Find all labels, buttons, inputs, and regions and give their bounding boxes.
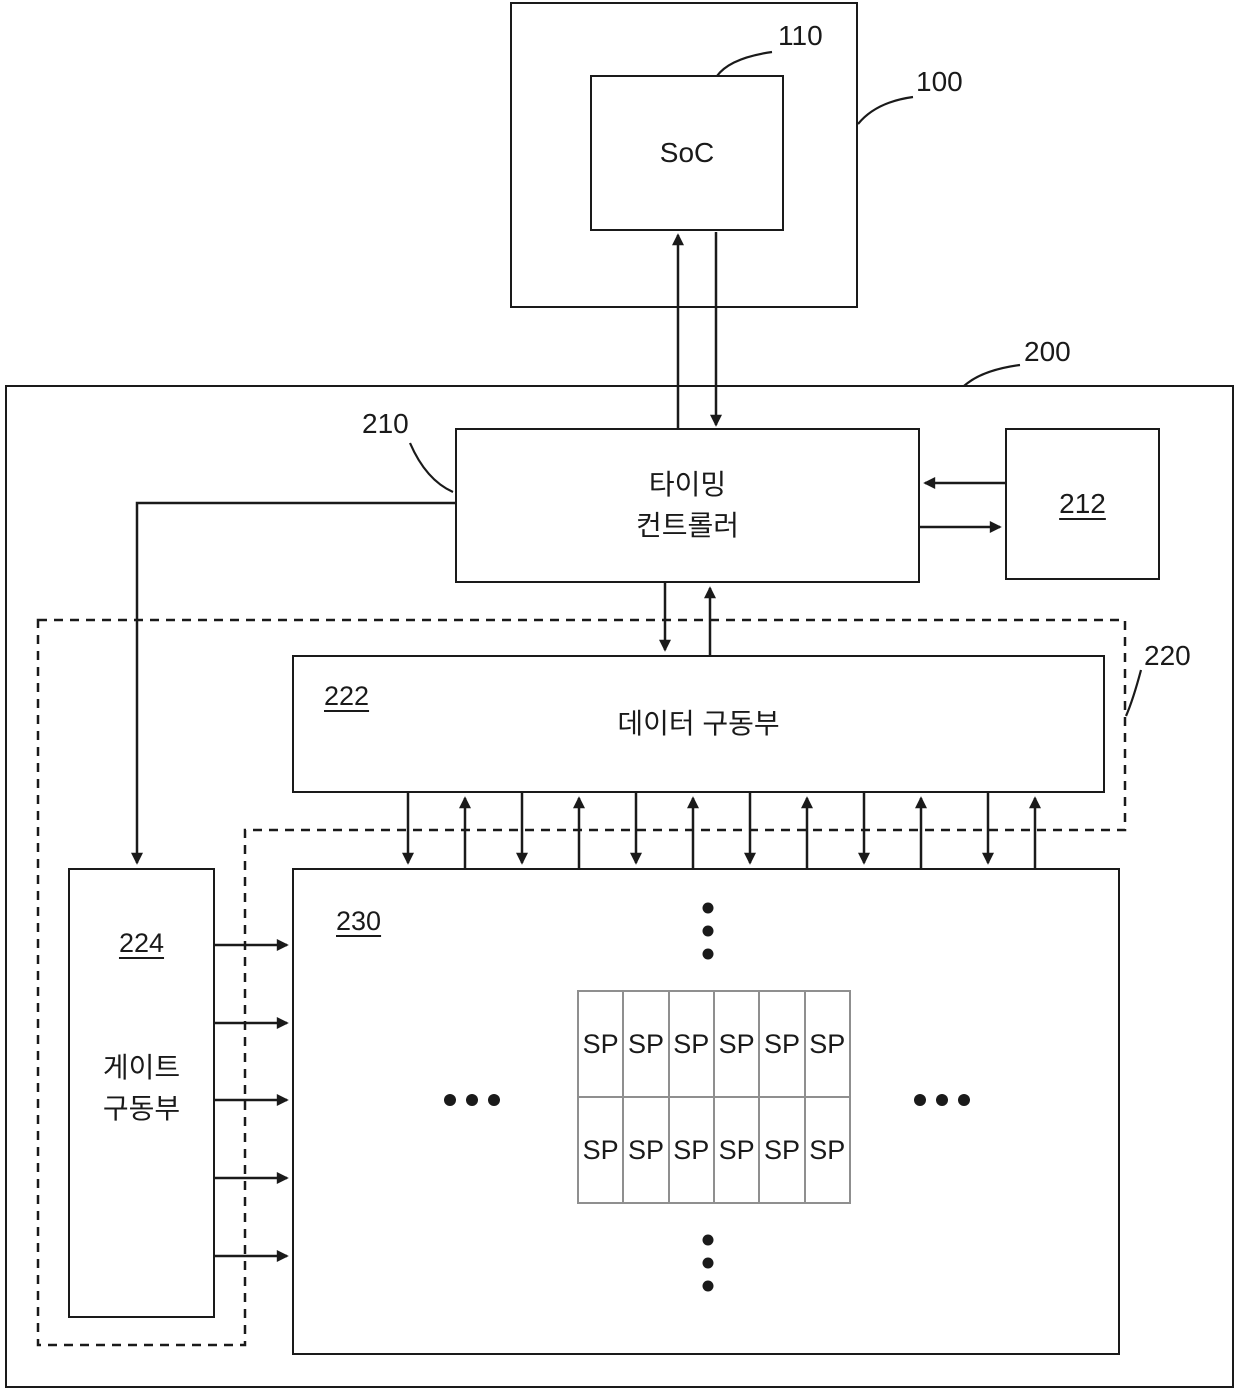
soc-label: SoC [659, 136, 715, 168]
gate-driver-label-wrap: 게이트 구동부 [70, 1048, 213, 1129]
data-driver-label: 데이터 구동부 [617, 707, 780, 739]
subpixel-cell: SP [804, 1097, 850, 1203]
ref-224-wrap: 224 [70, 928, 213, 959]
gate-driver-block: 224 게이트 구동부 [68, 868, 215, 1318]
subpixel-cell: SP [623, 1097, 669, 1203]
subpixel-cell: SP [804, 991, 850, 1097]
subpixel-cell: SP [623, 991, 669, 1097]
timing-controller-block: 타이밍 컨트롤러 [455, 428, 920, 583]
data-driver-block: 222 데이터 구동부 [292, 655, 1105, 793]
subpixel-cell: SP [713, 1097, 760, 1203]
memory-block-212: 212 [1005, 428, 1160, 580]
subpixel-cell: SP [668, 991, 714, 1097]
subpixel-cell: SP [578, 1097, 624, 1203]
subpixel-cell: SP [759, 991, 805, 1097]
ref-224-label: 224 [118, 928, 165, 958]
subpixel-cell: SP [713, 991, 760, 1097]
gate-driver-label-line1: 게이트 [102, 1052, 181, 1083]
subpixel-cell: SP [578, 991, 624, 1097]
display-panel-block: 230 SP SP SP SP SP SP SP SP SP SP SP SP [292, 868, 1120, 1355]
ref-230-label: 230 [336, 906, 382, 936]
timing-controller-label-line2: 컨트롤러 [635, 509, 740, 541]
gate-driver-label-line2: 구동부 [102, 1092, 181, 1124]
subpixel-cell: SP [759, 1097, 805, 1203]
data-driver-label-wrap: 데이터 구동부 [294, 657, 1103, 791]
timing-controller-label-line1: 타이밍 [648, 468, 727, 500]
ref-212-label: 212 [1059, 487, 1106, 519]
soc-block: SoC [590, 75, 784, 231]
subpixel-cell: SP [668, 1097, 714, 1203]
subpixel-grid: SP SP SP SP SP SP SP SP SP SP SP SP [577, 990, 851, 1204]
